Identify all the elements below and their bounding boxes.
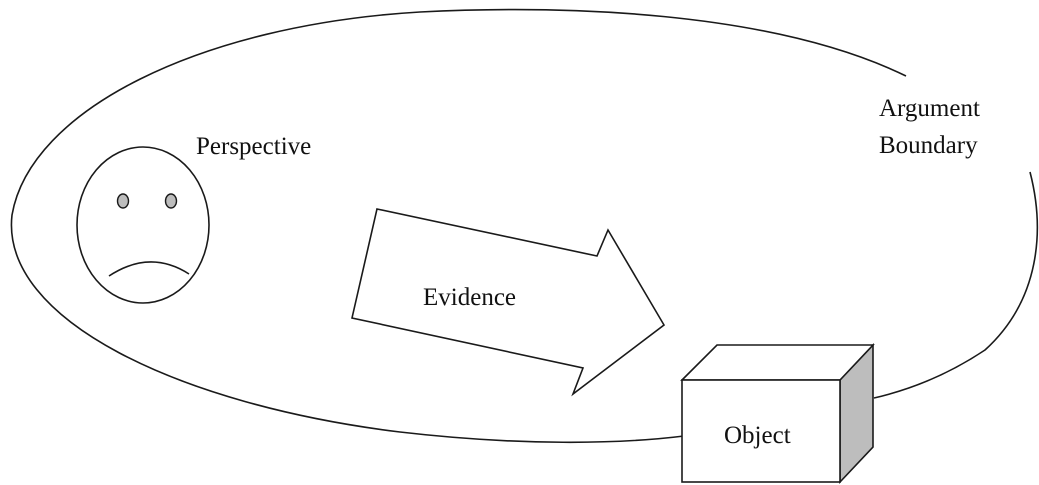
- cube-icon: [680, 342, 875, 485]
- argument-boundary-label-line1: Argument: [879, 95, 980, 122]
- argument-boundary-curve: [10, 8, 907, 444]
- perspective-label: Perspective: [196, 133, 311, 160]
- object-label: Object: [724, 422, 791, 449]
- evidence-arrow: [351, 208, 666, 397]
- sad-face-icon: [76, 146, 210, 304]
- argument-boundary-label-line2: Boundary: [879, 132, 978, 159]
- argument-boundary-curve-right: [873, 171, 1039, 399]
- evidence-label: Evidence: [423, 284, 516, 311]
